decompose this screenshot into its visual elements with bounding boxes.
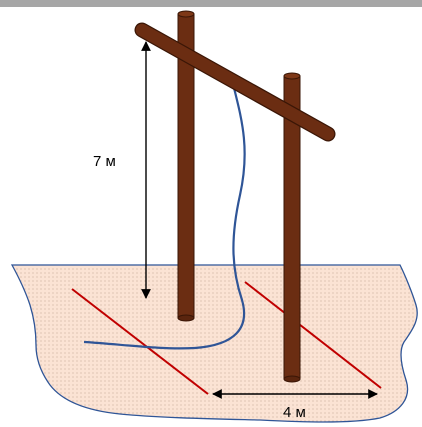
height-label: 7 м bbox=[93, 153, 116, 170]
crossbar bbox=[134, 22, 336, 142]
right-pole-top bbox=[283, 72, 301, 80]
distance-label: 4 м bbox=[283, 404, 306, 421]
top-bar bbox=[0, 0, 422, 7]
right-pole-base bbox=[283, 375, 301, 383]
red-line-left bbox=[71, 288, 209, 395]
left-pole-base bbox=[177, 314, 195, 322]
red-line-right bbox=[244, 281, 382, 389]
rope bbox=[83, 87, 246, 350]
left-pole-top bbox=[177, 10, 195, 18]
ground-area bbox=[10, 264, 418, 423]
